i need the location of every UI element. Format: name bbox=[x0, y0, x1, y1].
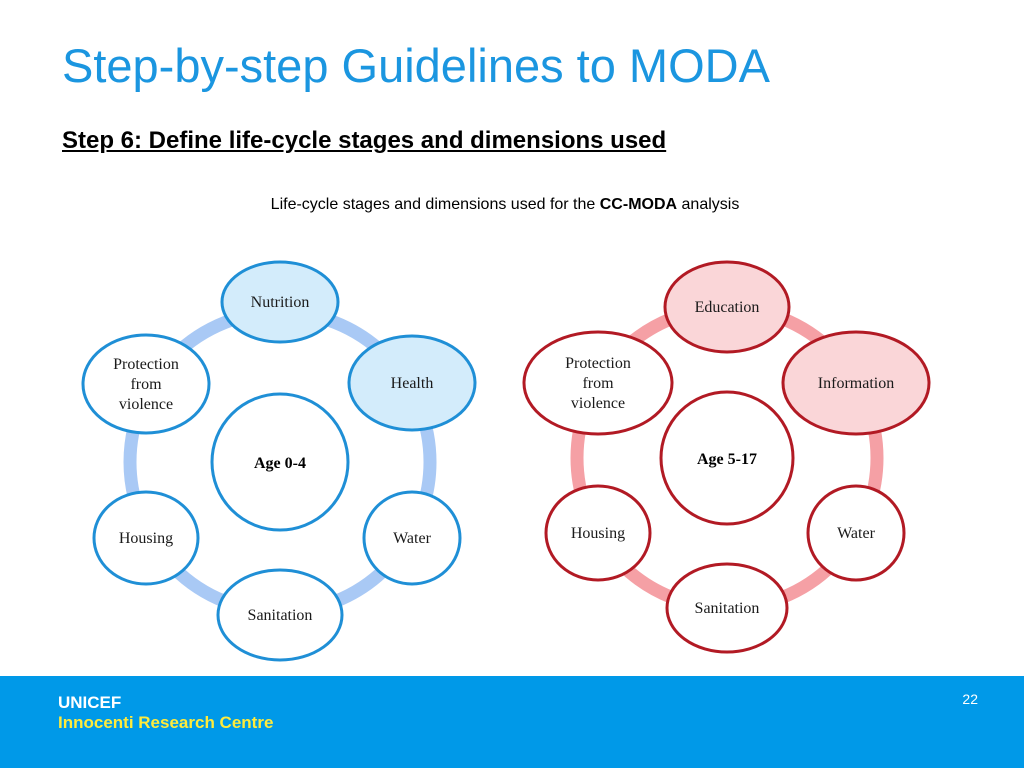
dimension-node-shape bbox=[81, 333, 211, 435]
dimension-node: Housing bbox=[92, 490, 200, 586]
dimension-label: Housing bbox=[119, 530, 173, 547]
dimension-label: Sanitation bbox=[248, 607, 313, 624]
dimension-node-shape bbox=[544, 484, 652, 582]
center-label: Age 0-4 bbox=[254, 455, 306, 472]
dimension-node-shape bbox=[362, 490, 462, 586]
dimension-label: from bbox=[130, 376, 162, 393]
dimension-node-shape bbox=[665, 562, 789, 654]
dimension-node: Sanitation bbox=[216, 568, 344, 662]
dimension-label: Housing bbox=[571, 525, 625, 542]
dimension-node-shape bbox=[347, 334, 477, 432]
center-circle bbox=[659, 390, 795, 526]
page-number: 22 bbox=[962, 691, 978, 707]
dimension-node-shape bbox=[522, 330, 674, 436]
cycle-diagram-2: Age 5-17 EducationInformationWaterSanitat… bbox=[522, 260, 931, 654]
caption-bold: CC-MODA bbox=[599, 196, 678, 213]
footer-bar: UNICEF Innocenti Research Centre 22 bbox=[0, 676, 1024, 768]
dimension-label: Protection bbox=[565, 355, 631, 372]
dimension-node-shape bbox=[663, 260, 791, 354]
center-label: Age 5-17 bbox=[697, 451, 757, 468]
footer-unit-name: Innocenti Research Centre bbox=[58, 713, 274, 732]
dimension-label: violence bbox=[571, 395, 625, 412]
footer-org-name: UNICEF bbox=[58, 693, 122, 712]
dimension-node: Housing bbox=[544, 484, 652, 582]
caption-suffix: analysis bbox=[677, 196, 740, 213]
dimension-node-shape bbox=[216, 568, 344, 662]
dimension-label: from bbox=[582, 375, 614, 392]
slide-title: Step-by-step Guidelines to MODA bbox=[62, 39, 770, 92]
slide-subtitle: Step 6: Define life-cycle stages and dim… bbox=[62, 127, 667, 154]
dimension-node: Water bbox=[806, 484, 906, 582]
dimension-node: Health bbox=[347, 334, 477, 432]
dimension-label: Nutrition bbox=[251, 294, 310, 311]
dimension-node: Sanitation bbox=[665, 562, 789, 654]
dimension-node-shape bbox=[806, 484, 906, 582]
dimension-label: Water bbox=[837, 525, 875, 542]
dimension-label: Protection bbox=[113, 356, 179, 373]
dimension-node: Protection from violence bbox=[522, 330, 674, 436]
dimension-node-shape bbox=[92, 490, 200, 586]
dimension-label: Education bbox=[695, 299, 760, 316]
dimension-node: Nutrition bbox=[220, 260, 340, 344]
dimension-node: Protection from violence bbox=[81, 333, 211, 435]
dimension-label: Health bbox=[391, 375, 434, 392]
dimension-label: Information bbox=[818, 375, 894, 392]
dimension-node: Information bbox=[781, 330, 931, 436]
dimension-label: Sanitation bbox=[695, 600, 760, 617]
caption-prefix: Life-cycle stages and dimensions used fo… bbox=[270, 196, 600, 213]
diagram-caption: Life-cycle stages and dimensions used fo… bbox=[0, 196, 1010, 214]
dimension-node: Education bbox=[663, 260, 791, 354]
dimension-label: Water bbox=[393, 530, 431, 547]
dimension-label: violence bbox=[119, 396, 173, 413]
dimension-node: Water bbox=[362, 490, 462, 586]
dimension-node-shape bbox=[220, 260, 340, 344]
dimension-node-shape bbox=[781, 330, 931, 436]
center-circle bbox=[210, 392, 350, 532]
